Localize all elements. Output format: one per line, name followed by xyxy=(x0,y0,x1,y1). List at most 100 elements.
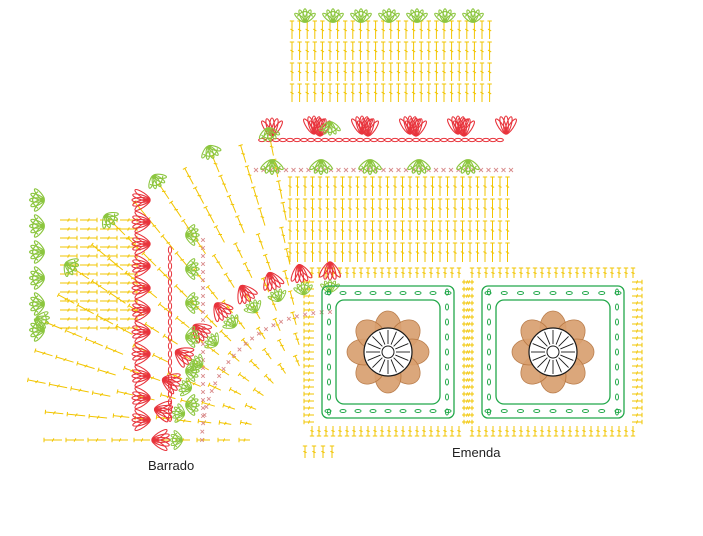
dc-stitch xyxy=(60,325,78,331)
dc-stitch xyxy=(616,267,622,278)
chain-stitch xyxy=(419,137,427,143)
dc-stitch xyxy=(272,317,281,332)
dc-stitch xyxy=(76,361,95,370)
dc-stitch xyxy=(574,267,580,278)
dc-stitch xyxy=(244,402,257,410)
dc-stitch xyxy=(392,220,398,240)
shell-cluster xyxy=(28,240,45,264)
dc-stitch xyxy=(422,220,428,240)
dc-stitch xyxy=(312,41,317,60)
dc-stitch xyxy=(289,83,295,102)
dc-stitch xyxy=(252,387,264,396)
dc-stitch xyxy=(497,426,503,437)
dc-stitch xyxy=(257,207,266,226)
dc-stitch xyxy=(632,342,643,348)
chain-stitch xyxy=(167,270,173,278)
dc-stitch xyxy=(335,83,340,102)
dc-stitch xyxy=(216,365,230,376)
dc-stitch xyxy=(490,220,495,240)
dc-stitch xyxy=(421,426,427,437)
dc-stitch xyxy=(479,41,485,60)
dc-stitch xyxy=(100,289,118,295)
sc-stitch xyxy=(381,167,386,173)
dc-stitch xyxy=(632,384,643,390)
chain-stitch xyxy=(487,288,491,296)
dc-stitch xyxy=(350,62,355,81)
dc-stitch xyxy=(80,262,98,268)
chain-stitch xyxy=(384,409,392,413)
sc-stitch xyxy=(200,341,206,347)
dc-stitch xyxy=(80,298,98,304)
dc-stitch xyxy=(100,244,118,250)
dc-stitch xyxy=(332,242,338,262)
dc-stitch xyxy=(463,342,474,348)
dc-stitch xyxy=(463,370,474,376)
sc-stitch xyxy=(343,167,349,173)
shell-cluster xyxy=(148,173,168,190)
dc-stitch xyxy=(277,362,286,374)
dc-stitch xyxy=(60,307,78,313)
dc-stitch xyxy=(362,220,368,240)
petal-cluster xyxy=(351,115,373,135)
dc-stitch xyxy=(287,220,293,240)
dc-stitch xyxy=(305,83,310,102)
dc-stitch xyxy=(381,83,386,102)
shell-cluster xyxy=(243,299,262,314)
dc-stitch xyxy=(373,41,378,60)
sc-stitch xyxy=(336,167,341,173)
dc-stitch xyxy=(80,271,98,277)
dc-stitch xyxy=(623,267,629,278)
chain-stitch xyxy=(286,137,294,143)
dc-stitch xyxy=(464,20,469,39)
sc-stitch xyxy=(200,381,206,387)
chain-stitch xyxy=(327,378,331,386)
chain-stitch xyxy=(445,333,449,341)
sc-stitch xyxy=(200,317,206,323)
petal-cluster xyxy=(131,365,151,387)
dc-stitch xyxy=(370,176,375,196)
shell-cluster xyxy=(185,224,200,246)
dc-stitch xyxy=(396,41,401,60)
chain-stitch xyxy=(440,137,448,143)
dc-stitch xyxy=(497,267,503,278)
dc-stitch xyxy=(312,83,317,102)
chain-stitch xyxy=(167,254,173,262)
dc-stitch xyxy=(379,267,385,278)
dc-stitch xyxy=(632,279,643,285)
dc-stitch xyxy=(457,62,462,81)
dc-stitch xyxy=(55,354,74,363)
dc-stitch xyxy=(560,426,566,437)
chain-stitch xyxy=(445,378,449,386)
dc-stitch xyxy=(226,194,237,213)
dc-stitch xyxy=(407,176,413,196)
dc-stitch xyxy=(442,267,448,278)
chain-stitch xyxy=(412,137,420,143)
petal-clusters xyxy=(131,115,517,451)
dc-stitch xyxy=(567,267,573,278)
sc-stitch xyxy=(200,261,206,267)
dc-stitch xyxy=(289,20,295,39)
sc-stitch xyxy=(200,245,206,251)
dc-stitch xyxy=(320,41,325,60)
dc-stitch xyxy=(358,62,363,81)
dc-stitch xyxy=(303,342,314,348)
dc-stitch xyxy=(632,356,643,362)
dc-stitch xyxy=(456,267,462,278)
dc-stitch xyxy=(435,267,441,278)
dc-stitch xyxy=(76,303,94,315)
dc-stitch xyxy=(80,325,98,331)
dc-stitch xyxy=(211,253,223,270)
dc-stitch xyxy=(303,377,314,383)
dc-stitch xyxy=(66,411,86,417)
petal-cluster xyxy=(263,271,285,292)
dc-stitch xyxy=(403,83,409,102)
dc-stitch xyxy=(463,300,474,306)
dc-stitch xyxy=(343,20,348,39)
shell-cluster xyxy=(185,292,200,314)
dc-stitch xyxy=(385,198,390,218)
chain-stitch xyxy=(328,137,336,143)
dc-stitch xyxy=(317,198,323,218)
dc-stitch xyxy=(497,220,503,240)
dc-stitch xyxy=(235,215,245,234)
dc-stitch xyxy=(504,267,510,278)
